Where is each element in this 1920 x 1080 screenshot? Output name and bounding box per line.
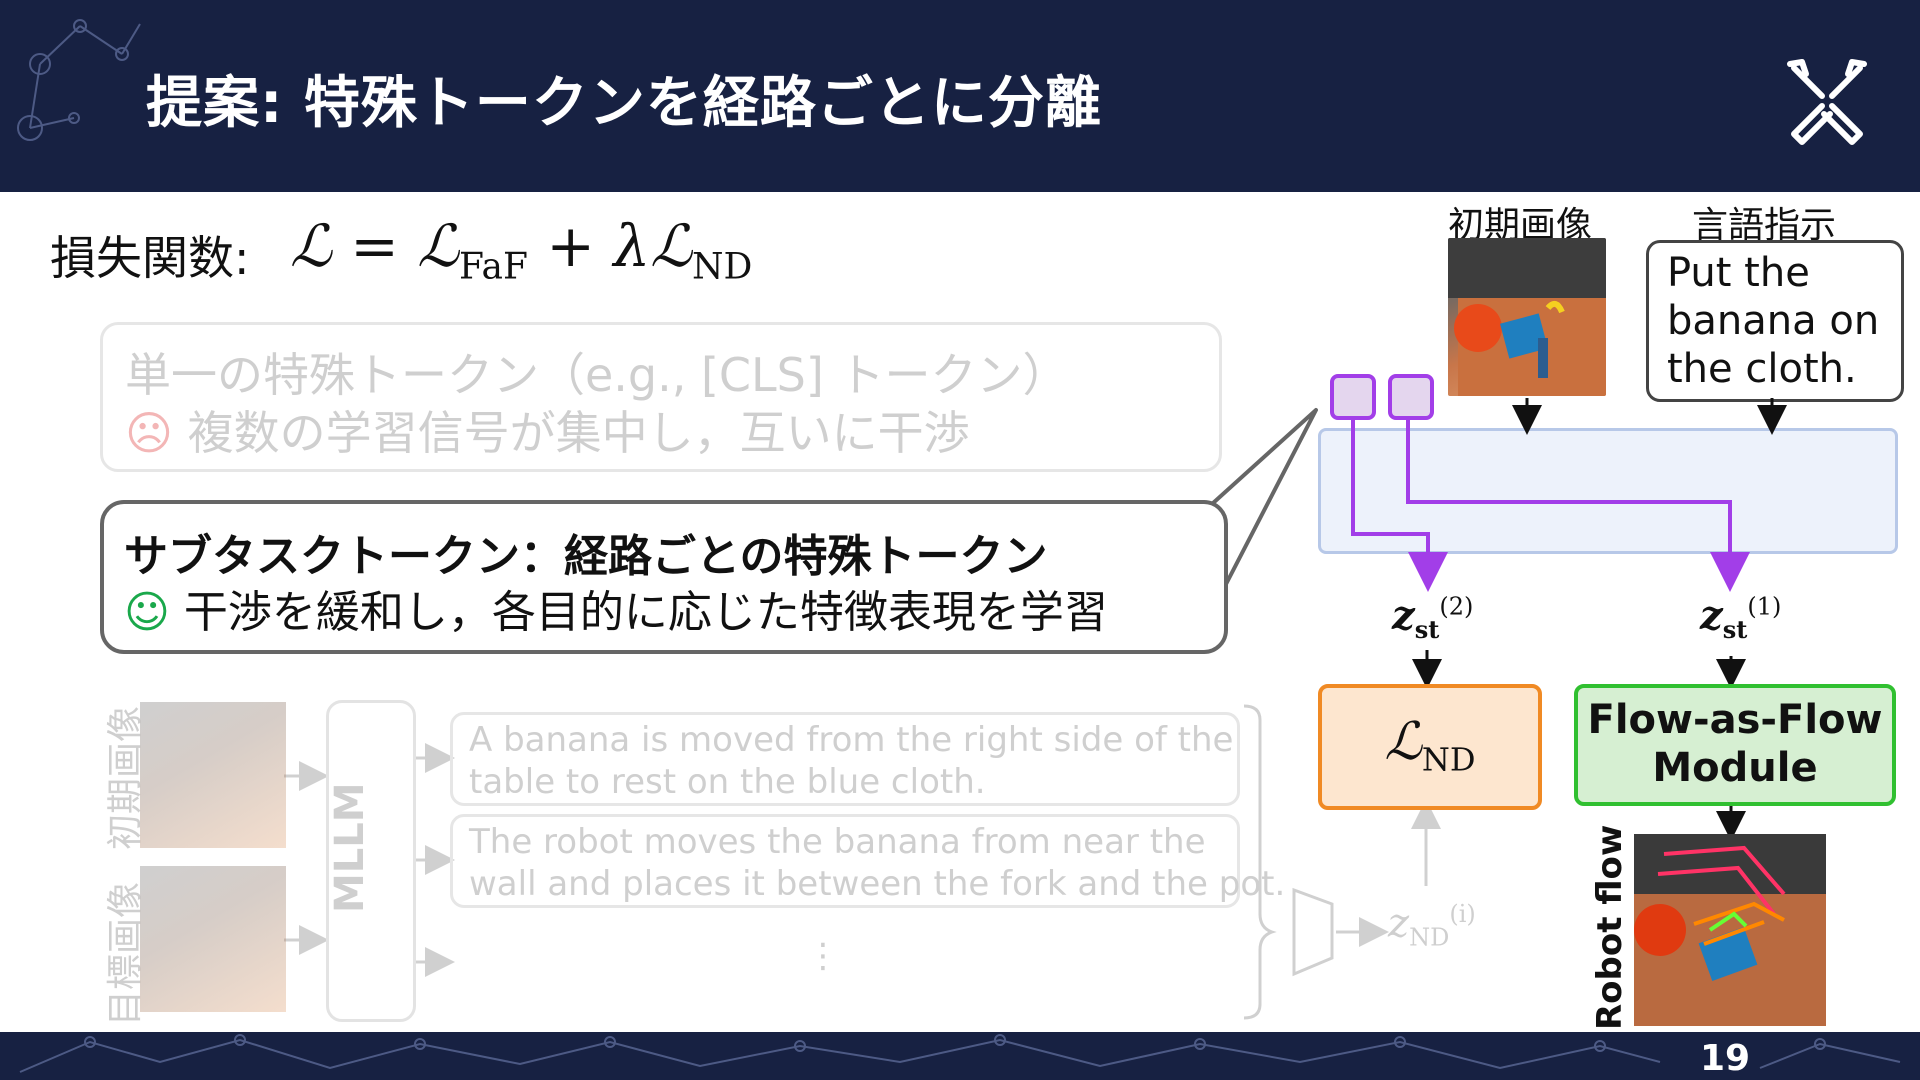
caption-1: A banana is moved from the right side of… bbox=[469, 720, 1234, 802]
caption-box-2: The robot moves the banana from near the… bbox=[450, 814, 1285, 908]
lang-instruction-text: Put the banana on the cloth. bbox=[1667, 250, 1880, 392]
footer-network-decoration bbox=[19, 1034, 1901, 1073]
mllm-label: MLLM bbox=[327, 782, 373, 913]
faded-goal-image bbox=[140, 866, 286, 1012]
robot-flow-label: Robot flow bbox=[1590, 824, 1630, 1030]
loss-label: 損失関数: bbox=[50, 231, 250, 285]
frown-icon: ☹ bbox=[125, 406, 173, 460]
subtask-token-heading: サブタスクトークン：経路ごとの特殊トークン bbox=[124, 531, 1048, 582]
mllm-block: MLLM bbox=[326, 700, 416, 1022]
single-token-heading: 単一の特殊トークン（e.g., [CLS] トークン） bbox=[125, 348, 1069, 402]
single-token-problem: ☹ 複数の学習信号が集中し，互いに干渉 bbox=[125, 406, 970, 460]
lang-instruction-label: 言語指示 bbox=[1692, 205, 1837, 246]
subtask-token-box: サブタスクトークン：経路ごとの特殊トークン ☺ 干渉を緩和し，各目的に応じた特徴… bbox=[100, 500, 1228, 654]
slide-title: 提案: 特殊トークンを経路ごとに分離 bbox=[146, 71, 1102, 136]
single-token-box: 単一の特殊トークン（e.g., [CLS] トークン） ☹ 複数の学習信号が集中… bbox=[100, 322, 1222, 472]
caption-2: The robot moves the banana from near the… bbox=[469, 822, 1286, 904]
lnd-loss-box: ℒND bbox=[1318, 684, 1542, 810]
faded-init-image bbox=[140, 702, 286, 848]
page-number: 19 bbox=[1700, 1038, 1751, 1079]
subtask-token-1 bbox=[1388, 374, 1434, 420]
z-st-2-label: zst(2) bbox=[1392, 592, 1474, 644]
crossed-tools-icon bbox=[1787, 59, 1867, 145]
encoder-block bbox=[1318, 428, 1898, 554]
subtask-token-2 bbox=[1330, 374, 1376, 420]
z-nd-i-label: zND(i) bbox=[1388, 900, 1476, 952]
robot-flow-image bbox=[1634, 834, 1826, 1026]
caption-ellipsis: ⋮ bbox=[806, 936, 840, 976]
header-bar: 提案: 特殊トークンを経路ごとに分離 bbox=[0, 0, 1920, 192]
lang-instruction-box: Put the banana on the cloth. bbox=[1646, 240, 1904, 402]
caption-box-1: A banana is moved from the right side of… bbox=[450, 712, 1240, 806]
loss-formula: ℒ = ℒFaF + λℒND bbox=[290, 212, 753, 288]
z-st-1-label: zst(1) bbox=[1700, 592, 1782, 644]
subtask-token-benefit: ☺ 干渉を緩和し，各目的に応じた特徴表現を学習 bbox=[124, 587, 1108, 638]
network-decoration bbox=[17, 19, 141, 141]
init-image bbox=[1448, 238, 1606, 396]
smile-icon: ☺ bbox=[124, 587, 170, 638]
footer-bar: 19 bbox=[0, 1032, 1920, 1080]
lnd-loss-text: ℒND bbox=[1384, 712, 1476, 779]
